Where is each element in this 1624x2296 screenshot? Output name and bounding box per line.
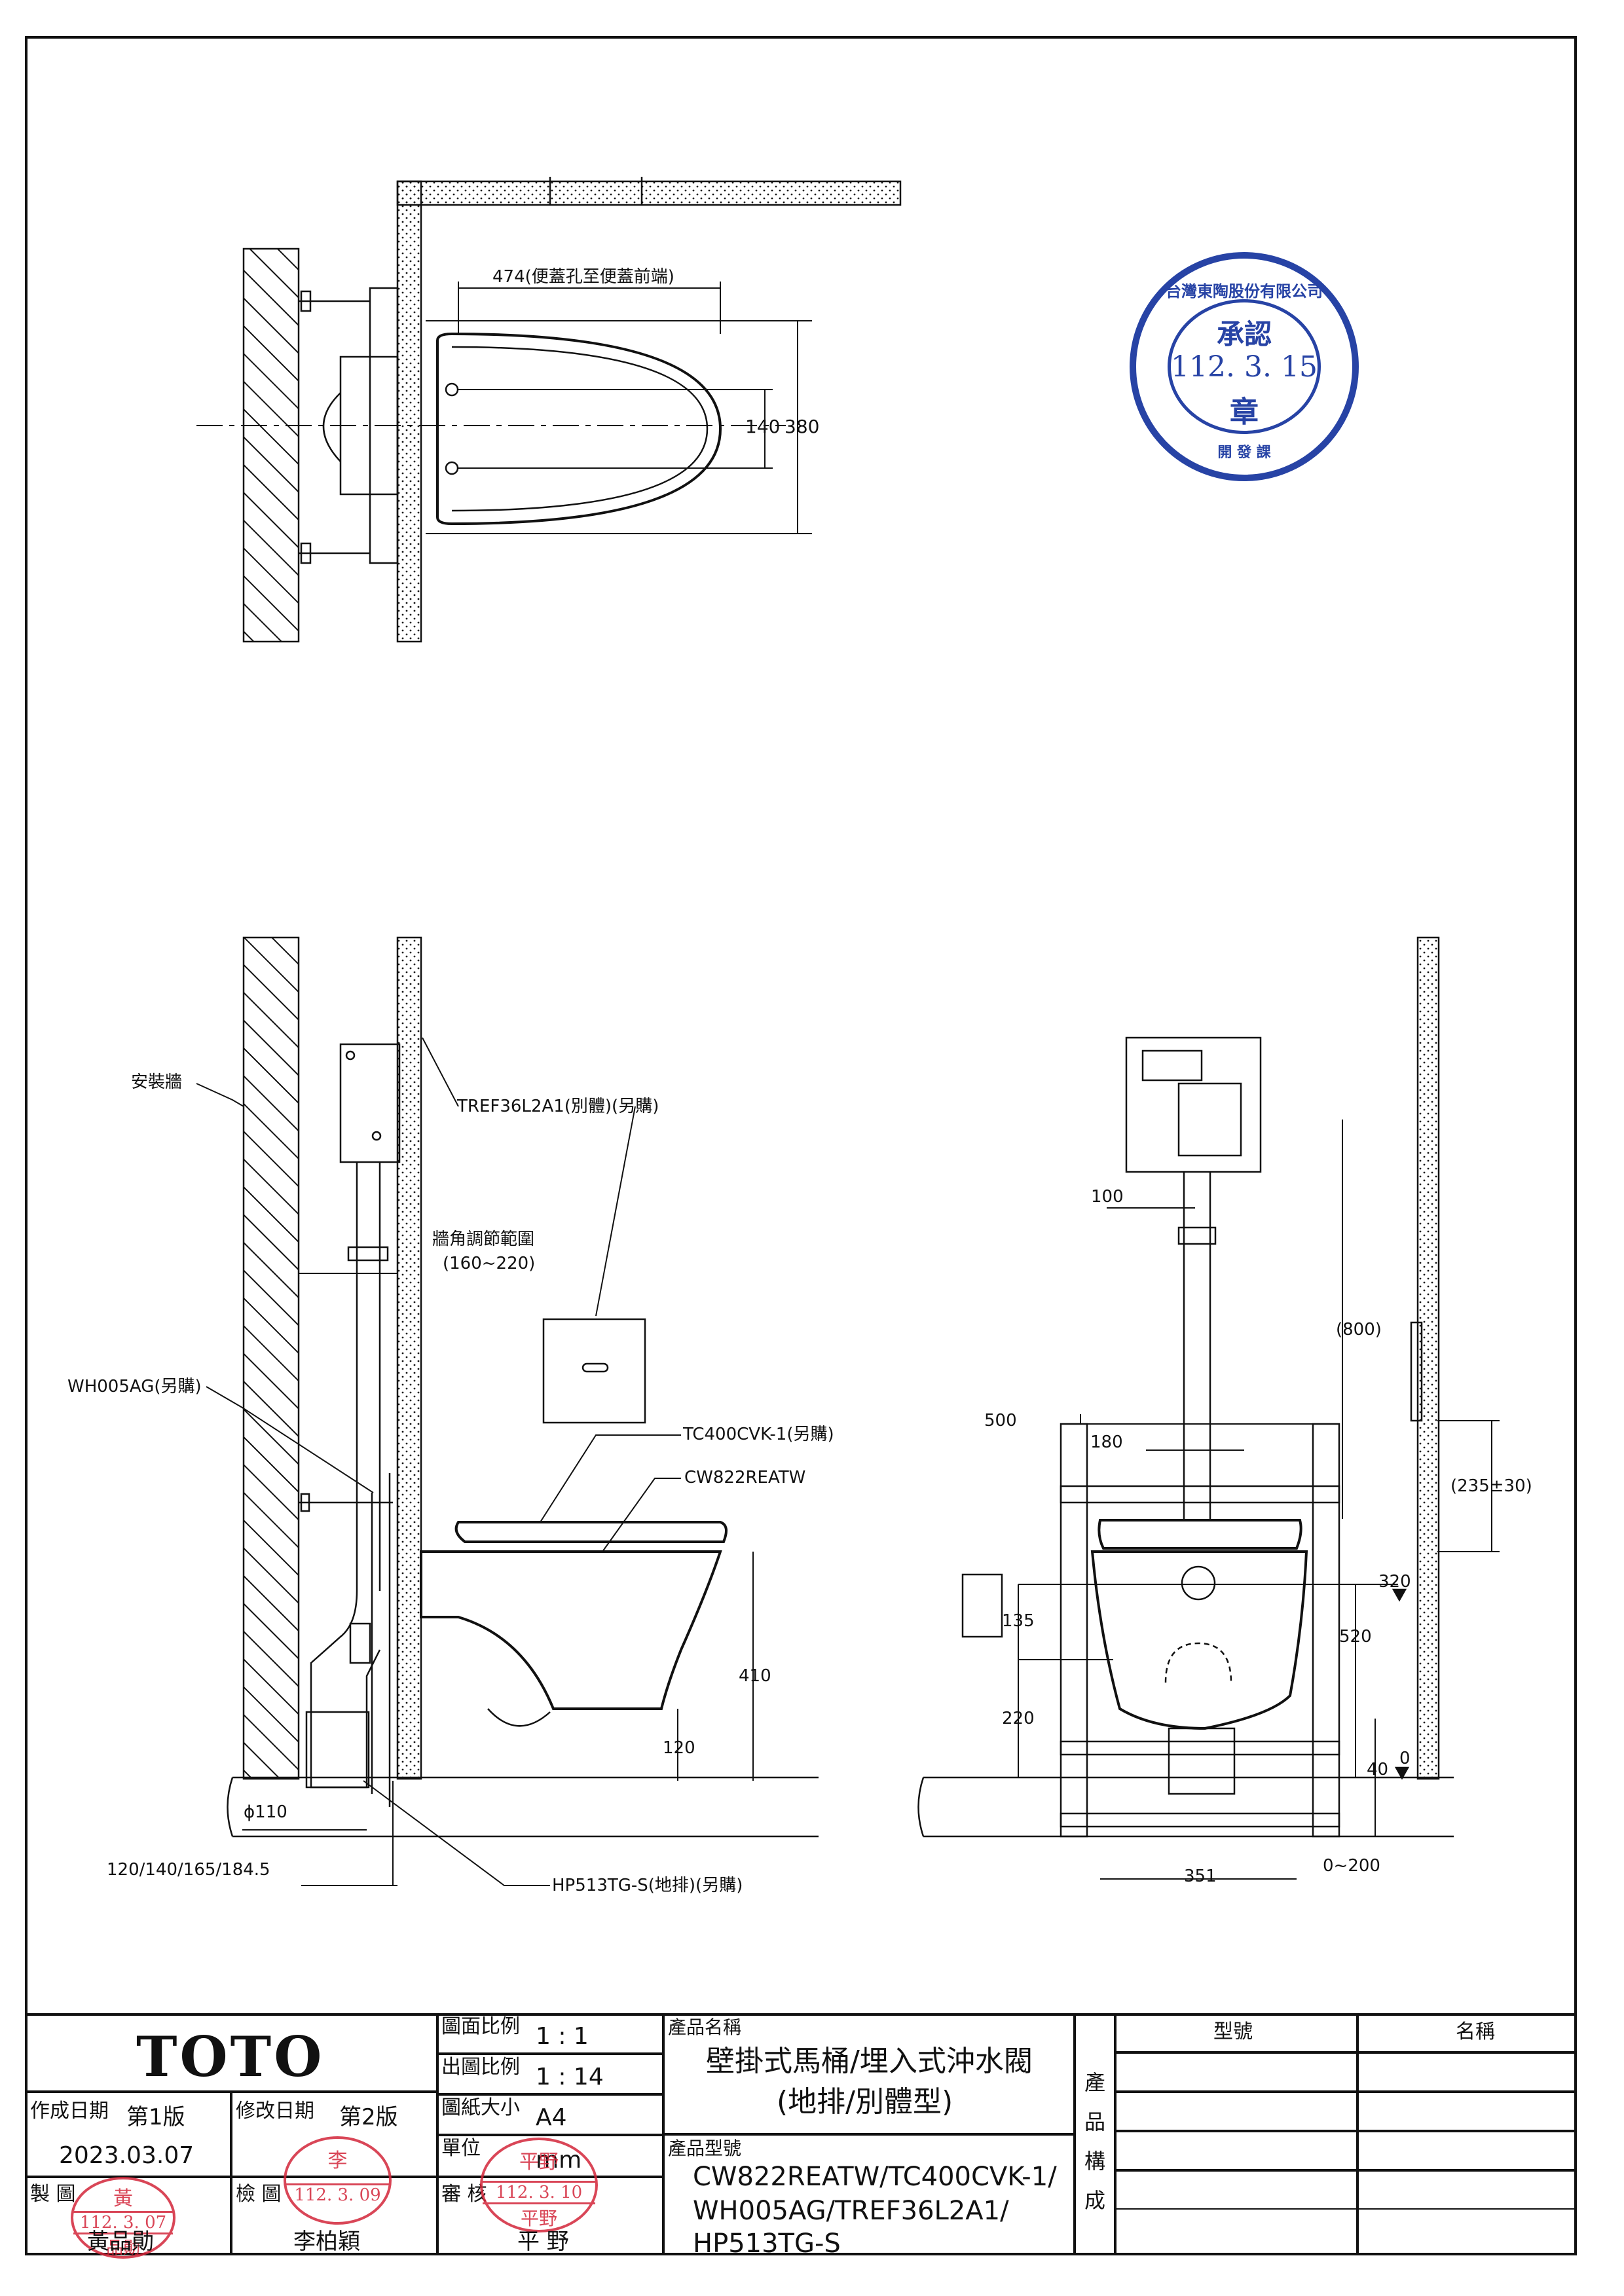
composition-label-3: 構 [1084, 2149, 1106, 2174]
cw-label: CW822REATW [684, 1468, 806, 1487]
dim-0-label: 0 [1399, 1749, 1411, 1768]
checked-stamp-date: 112. 3. 09 [286, 2183, 389, 2205]
install-wall-label: 安裝牆 [131, 1072, 183, 1092]
review-stamp: 平野 112. 3. 10 平野 [480, 2138, 598, 2232]
paper-size-label: 圖紙大小 [441, 2096, 520, 2119]
dim-520-label: 520 [1339, 1627, 1372, 1647]
top-wall-dotted-vertical [396, 180, 422, 643]
drawn-stamp-top: 黃 [113, 2187, 133, 2210]
toto-logo: TOTO [136, 2024, 325, 2089]
unit-label: 單位 [441, 2137, 481, 2160]
dim-220-label: 220 [1002, 1709, 1035, 1728]
checked-by-label: 檢 圖 [236, 2183, 282, 2206]
product-model-line-1: CW822REATW/TC400CVK-1/ [693, 2162, 1057, 2192]
dim-320-label: 320 [1378, 1572, 1411, 1592]
front-view [917, 936, 1500, 1880]
review-stamp-top: 平野 [519, 2151, 559, 2174]
product-model-line-2: WH005AG/TREF36L2A1/ [693, 2196, 1009, 2226]
dim-0-200-label: 0~200 [1323, 1856, 1380, 1876]
composition-label-2: 品 [1084, 2109, 1106, 2134]
scale-value: 1 : 1 [536, 2023, 589, 2050]
revised-date-label: 修改日期 [236, 2100, 314, 2123]
print-scale-label: 出圖比例 [441, 2056, 520, 2079]
dim-phi110-label: ϕ110 [244, 1802, 287, 1822]
tref-valve-box [339, 1043, 401, 1163]
wh-label: WH005AG(另購) [67, 1377, 202, 1396]
approval-stamp-date: 112. 3. 15 [1171, 350, 1318, 384]
top-view [196, 177, 902, 643]
dim-offsets-label: 120/140/165/184.5 [107, 1860, 270, 1880]
front-toilet-bowl [1090, 1550, 1308, 1730]
side-wall-dotted [396, 936, 422, 1780]
dim-135-label: 135 [1002, 1611, 1035, 1631]
dim-800-label: (800) [1336, 1320, 1382, 1339]
dim-351-label: 351 [1184, 1867, 1217, 1886]
approval-stamp-dept: 開 發 課 [1217, 444, 1271, 461]
review-stamp-name: 平野 [520, 2208, 557, 2229]
model-header: 型號 [1213, 2020, 1253, 2043]
print-scale-value: 1 : 14 [536, 2064, 604, 2090]
range-label-1: 牆角調節範圍 [432, 1230, 535, 1249]
product-name-line-1: 壁掛式馬桶/埋入式沖水閥 [706, 2045, 1033, 2078]
drawn-by-name: 黃品勛 [87, 2229, 154, 2255]
dim-40-label: 40 [1367, 1760, 1389, 1779]
drawn-stamp-name: 品勛 [105, 2238, 140, 2258]
scale-label: 圖面比例 [441, 2015, 520, 2038]
side-view [196, 936, 819, 1886]
dim-410-label: 410 [739, 1666, 771, 1686]
front-toilet-seat [1098, 1519, 1302, 1550]
dim-235-label: (235±30) [1450, 1476, 1532, 1496]
product-model-label: 產品型號 [668, 2138, 742, 2159]
tref-label: TREF36L2A1(別體)(另購) [457, 1097, 659, 1116]
range-label-2: (160~220) [443, 1254, 536, 1273]
product-name-line-2: (地排/別體型) [777, 2085, 953, 2119]
drawn-stamp-date: 112. 3. 07 [73, 2211, 173, 2234]
product-model-line-3: HP513TG-S [693, 2229, 841, 2259]
created-date-label: 作成日期 [30, 2100, 109, 2123]
approval-stamp-bottom: 章 [1230, 395, 1259, 429]
review-stamp-date: 112. 3. 10 [483, 2181, 595, 2204]
drawn-by-label: 製 圖 [30, 2183, 76, 2206]
side-toilet-seat [454, 1521, 728, 1543]
checked-by-name: 李柏穎 [293, 2229, 360, 2255]
dim-140-label: 140 [745, 416, 781, 437]
dim-100-label: 100 [1091, 1187, 1124, 1207]
dim-180-label: 180 [1090, 1432, 1123, 1452]
side-wall-hatch [242, 936, 300, 1780]
title-block: TOTO 作成日期 第1版 2023.03.07 修改日期 第2版 製 圖 黃 … [25, 2013, 1577, 2259]
composition-label-1: 產 [1084, 2070, 1106, 2095]
paper-size-value: A4 [536, 2104, 567, 2131]
approval-stamp-top: 承認 [1216, 318, 1272, 350]
top-wall-dotted-horizontal [396, 180, 902, 206]
edition-2: 第2版 [339, 2104, 398, 2130]
checked-stamp-top: 李 [327, 2149, 348, 2172]
drawn-stamp: 黃 112. 3. 07 品勛 [71, 2177, 175, 2259]
hp-label: HP513TG-S(地排)(另購) [552, 1876, 743, 1895]
checked-stamp: 李 112. 3. 09 [284, 2136, 392, 2225]
dim-474-label: 474(便蓋孔至便蓋前端) [492, 267, 674, 287]
front-valve-plate [1125, 1036, 1262, 1173]
composition-label-4: 成 [1084, 2188, 1106, 2213]
approval-stamp-ring-text: 台灣東陶股份有限公司 [1166, 282, 1323, 301]
side-toilet-bowl [420, 1550, 722, 1710]
top-wall-hatch [242, 247, 300, 643]
dim-500-label: 500 [984, 1411, 1017, 1430]
name-header: 名稱 [1456, 2020, 1495, 2043]
product-name-label: 產品名稱 [668, 2016, 742, 2038]
tc-label: TC400CVK-1(另購) [683, 1425, 834, 1444]
top-toilet-seat [436, 332, 722, 526]
edition-1: 第1版 [126, 2104, 185, 2130]
review-name: 平 野 [517, 2229, 569, 2255]
dim-120-label: 120 [663, 1738, 695, 1758]
approval-stamp: 台灣東陶股份有限公司 承認 112. 3. 15 章 開 發 課 [1130, 252, 1359, 481]
dim-380-label: 380 [784, 416, 820, 437]
created-date: 2023.03.07 [59, 2142, 194, 2169]
review-label: 審 核 [441, 2183, 487, 2206]
